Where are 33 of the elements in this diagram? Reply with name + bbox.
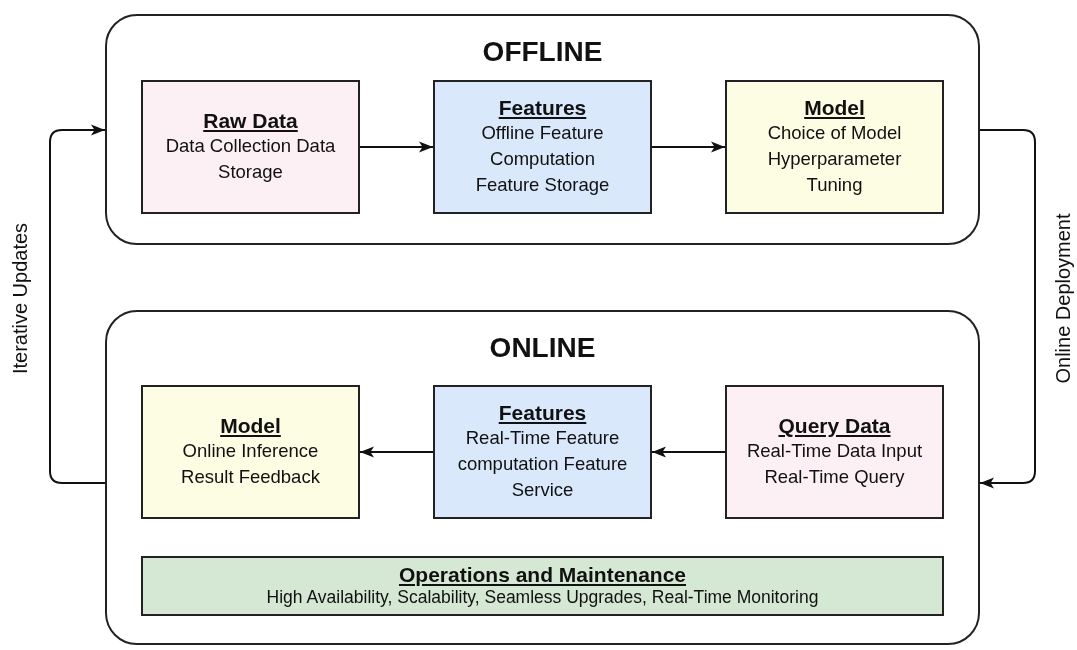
box-heading: Operations and Maintenance: [398, 563, 687, 588]
process-box: [725, 80, 944, 214]
box-heading: ONLINE: [489, 332, 596, 364]
edge-label: Iterative Updates: [8, 222, 32, 374]
group-container: [105, 14, 980, 245]
box-description: High Availability, Scalability, Seamless Upgrades, Real-Time Monitoring: [266, 587, 819, 609]
box-heading: Features: [498, 96, 587, 121]
box-heading: Model: [220, 414, 281, 439]
box-description: Offline Feature Computation Feature Storage: [474, 121, 611, 197]
arrow: [359, 141, 434, 153]
arrow: [651, 141, 726, 153]
arrow: [359, 446, 434, 458]
box-description: Real-Time Data Input Real-Time Query: [745, 439, 924, 490]
box-heading: Query Data: [778, 414, 891, 439]
box-description: Data Collection Data Storage: [164, 134, 337, 185]
process-box: [141, 80, 360, 214]
box-description: Real-Time Feature computation Feature Service: [456, 426, 629, 502]
process-box: [433, 385, 652, 519]
group-container: [105, 310, 980, 645]
process-box: [141, 556, 944, 616]
edge-label: Online Deployment: [1051, 212, 1075, 384]
process-box: [141, 385, 360, 519]
box-description: Choice of Model Hyperparameter Tuning: [766, 121, 903, 197]
box-heading: Raw Data: [203, 109, 298, 134]
process-box: [725, 385, 944, 519]
box-heading: OFFLINE: [482, 36, 603, 68]
arrow: [49, 124, 106, 484]
box-heading: Model: [804, 96, 865, 121]
arrow: [651, 446, 726, 458]
box-description: Online Inference Result Feedback: [180, 439, 321, 490]
arrow: [979, 129, 1036, 489]
box-heading: Features: [498, 401, 587, 426]
process-box: [433, 80, 652, 214]
